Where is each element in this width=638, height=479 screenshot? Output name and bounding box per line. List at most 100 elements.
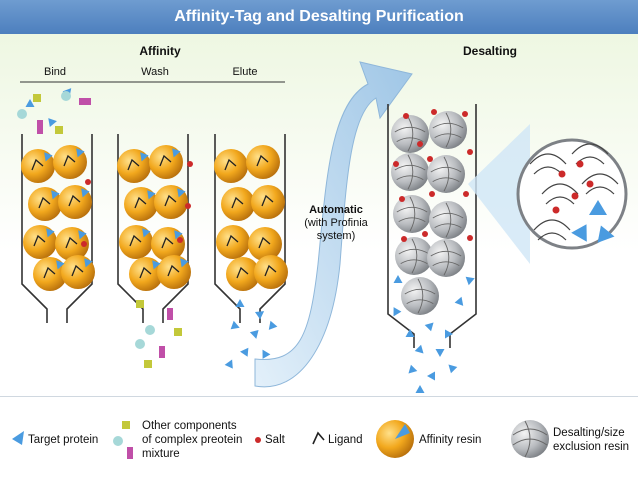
target-protein-icon <box>427 371 435 381</box>
ligand-icon <box>167 264 180 277</box>
legend: Target protein Other components of compl… <box>0 396 638 479</box>
target-protein-icon <box>235 299 245 307</box>
desalting-bead-texture <box>432 202 464 238</box>
salt-icon <box>187 161 193 167</box>
desalting-bead-icon <box>429 201 467 239</box>
other-component-icon <box>159 346 165 358</box>
salt-icon <box>462 111 468 117</box>
other-component-icon <box>17 109 27 119</box>
target-protein-icon <box>230 320 240 330</box>
salt-icon <box>586 180 594 188</box>
ligand-icon <box>164 194 177 207</box>
salt-icon <box>85 179 91 185</box>
salt-icon <box>401 236 407 242</box>
target-protein-icon <box>424 322 434 332</box>
step-bind-label: Bind <box>43 66 67 78</box>
desalting-bead-texture <box>432 112 464 148</box>
legend-target-protein: Target protein <box>28 434 99 446</box>
affinity-bead-icon <box>254 255 288 289</box>
legend-affinity-resin: Affinity resin <box>419 434 482 446</box>
target-protein-icon <box>435 349 445 357</box>
affinity-bead-icon <box>214 149 248 183</box>
step-elute-label: Elute <box>232 66 258 78</box>
target-protein-icon <box>589 200 607 215</box>
affinity-heading: Affinity <box>139 44 181 58</box>
ligand-icon <box>236 266 249 279</box>
salt-icon <box>427 156 433 162</box>
salt-icon <box>403 113 409 119</box>
ligand-icon <box>65 236 78 249</box>
salt-icon <box>422 231 428 237</box>
bound-protein-icon <box>44 152 53 162</box>
legend-target-protein-icon <box>12 431 24 445</box>
bound-protein-icon <box>140 152 149 162</box>
salt-icon <box>429 191 435 197</box>
bound-protein-icon <box>84 258 93 268</box>
desalting-bead-icon <box>429 111 467 149</box>
desalting-bead-texture <box>430 156 462 192</box>
desalting-bead-texture <box>398 238 430 274</box>
affinity-bead-icon <box>154 185 188 219</box>
magnifier-beam <box>468 124 530 264</box>
bound-protein-icon <box>172 148 181 158</box>
salt-icon <box>552 206 560 214</box>
target-protein-icon <box>254 311 265 320</box>
other-component-icon <box>174 328 182 336</box>
legend-desalting-resin: Desalting/size exclusion resin <box>553 427 630 453</box>
other-component-icon <box>37 120 43 134</box>
ligand-icon <box>161 236 174 249</box>
salt-icon <box>571 192 579 200</box>
legend-ligand: Ligand <box>328 434 363 446</box>
bound-protein-icon <box>56 260 65 270</box>
salt-icon <box>558 170 566 178</box>
target-protein-icon <box>268 320 278 330</box>
legend-ligand-icon <box>312 431 325 445</box>
target-protein-icon <box>262 349 271 359</box>
desalting-bead-icon <box>393 195 431 233</box>
affinity-bead-icon <box>151 227 185 261</box>
ligand-icon <box>264 264 277 277</box>
bound-protein-icon <box>46 228 55 238</box>
target-protein-icon <box>393 307 402 317</box>
affinity-bead-icon <box>248 227 282 261</box>
ligand-icon <box>226 234 239 247</box>
affinity-bead-icon <box>61 255 95 289</box>
desalting-heading: Desalting <box>462 44 517 58</box>
affinity-bead-icon <box>117 149 151 183</box>
bound-protein-icon <box>147 190 156 200</box>
affinity-bead-icon <box>246 145 280 179</box>
target-protein-icon <box>25 99 35 107</box>
salt-icon <box>185 203 191 209</box>
salt-icon <box>393 161 399 167</box>
resin-pore-line <box>533 219 571 241</box>
ligand-icon <box>38 196 51 209</box>
target-protein-icon <box>448 364 458 374</box>
salt-icon <box>576 160 584 168</box>
target-protein-icon <box>415 385 425 393</box>
other-component-icon <box>135 339 145 349</box>
bound-protein-icon <box>142 228 151 238</box>
desalting-bead-icon <box>391 153 429 191</box>
ligand-icon <box>43 266 56 279</box>
desalting-bead-icon <box>401 277 439 315</box>
diagram-stage: Affinity Desalting Bind Wash Elute Autom… <box>0 34 638 396</box>
legend-icons <box>12 420 549 459</box>
ligand-icon <box>134 196 147 209</box>
page-title: Affinity-Tag and Desalting Purification <box>0 0 638 34</box>
affinity-bead-icon <box>21 149 55 183</box>
target-protein-icon <box>465 276 475 286</box>
ligand-icon <box>129 234 142 247</box>
ligand-icon <box>224 158 237 171</box>
bound-protein-icon <box>177 188 186 198</box>
other-component-icon <box>55 126 63 134</box>
legend-other-components: Other components of complex preotein mix… <box>142 420 243 460</box>
salt-icon <box>463 191 469 197</box>
salt-icon <box>467 149 473 155</box>
desalting-bead-texture <box>430 240 462 276</box>
legend-other-circle-icon <box>113 436 123 446</box>
automation-arrow <box>254 61 413 388</box>
legend-salt-icon <box>255 437 261 443</box>
magnifier-circle <box>516 138 628 250</box>
ligand-icon <box>231 196 244 209</box>
desalting-bead-icon <box>395 237 433 275</box>
